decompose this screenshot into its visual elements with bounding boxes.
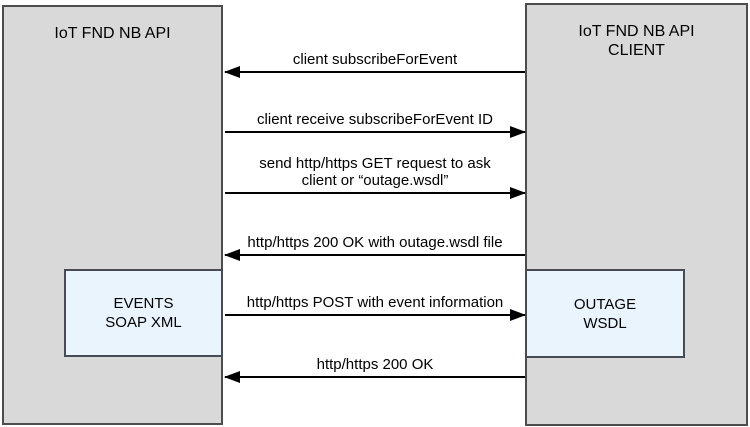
message-label: http/https POST with event information <box>190 294 560 311</box>
arrow-line <box>225 254 525 256</box>
message-text: client or “outage.wsdl” <box>301 172 449 189</box>
artifact-label: SOAP XML <box>105 314 182 331</box>
message-label: client subscribeForEvent <box>190 51 560 68</box>
arrowhead-right-icon <box>510 309 526 321</box>
actor-title: IoT FND NB API <box>4 24 221 43</box>
message-text: http/https 200 OK <box>316 356 434 373</box>
message-text: client subscribeForEvent <box>292 51 458 68</box>
message-label: client receive subscribeForEvent ID <box>190 111 560 128</box>
arrowhead-left-icon <box>224 249 240 261</box>
message-text: http/https 200 OK with outage.wsdl file <box>247 234 503 251</box>
arrowhead-right-icon <box>510 187 526 199</box>
message-text: client receive subscribeForEvent ID <box>257 111 493 128</box>
actor-title-text: CLIENT <box>608 42 665 59</box>
artifact-box-outage-wsdl: OUTAGE WSDL <box>525 269 685 358</box>
message-text: send http/https GET request to ask <box>259 155 491 172</box>
arrowhead-left-icon <box>224 371 240 383</box>
arrowhead-right-icon <box>510 126 526 138</box>
actor-title-text: IoT FND NB API <box>54 25 171 42</box>
message-label: send http/https GET request to ask clien… <box>190 155 560 189</box>
artifact-box-events-soap-xml: EVENTS SOAP XML <box>64 269 223 357</box>
artifact-label: OUTAGE <box>573 295 637 313</box>
message-text: http/https POST with event information <box>246 294 504 311</box>
arrowhead-left-icon <box>224 66 240 78</box>
message-label: http/https 200 OK <box>190 356 560 373</box>
actor-title: IoT FND NB API CLIENT <box>527 22 746 60</box>
artifact-label: WSDL <box>583 314 627 332</box>
arrow-line <box>225 71 525 73</box>
arrow-line <box>225 376 525 378</box>
actor-title-text: IoT FND NB API <box>578 23 695 40</box>
arrow-line <box>225 131 525 133</box>
arrow-line <box>225 192 525 194</box>
artifact-label: EVENTS <box>113 295 174 312</box>
message-label: http/https 200 OK with outage.wsdl file <box>190 234 560 251</box>
arrow-line <box>225 314 525 316</box>
